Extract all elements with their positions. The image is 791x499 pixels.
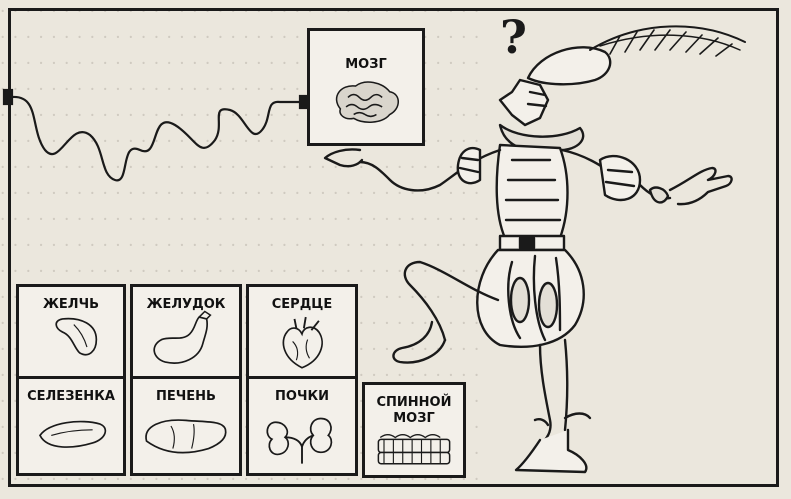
organ-box-heart: СЕРДЦЕ (246, 284, 358, 382)
stomach-icon (153, 310, 212, 364)
organ-label-heart: СЕРДЦЕ (271, 297, 333, 312)
organ-label-bile: ЖЕЛЧЬ (42, 297, 99, 312)
liver-icon (145, 419, 227, 454)
bile-icon (55, 317, 98, 356)
brain-icon (335, 81, 400, 123)
organ-box-bile: ЖЕЛЧЬ (16, 284, 126, 382)
spleen-icon (38, 420, 107, 448)
organ-box-spinal-cord: СПИННОЙ МОЗГ (362, 382, 466, 478)
brain-label: МОЗГ (345, 57, 387, 72)
organ-label-spleen: СЕЛЕЗЕНКА (27, 389, 115, 404)
organ-box-spleen: СЕЛЕЗЕНКА (16, 376, 126, 476)
organ-box-stomach: ЖЕЛУДОК (130, 284, 242, 382)
question-mark: ? (500, 10, 527, 64)
organ-label-spinal-line1: СПИННОЙ (376, 395, 452, 410)
organ-label-spinal-line2: МОЗГ (393, 411, 435, 426)
outer-frame (8, 8, 779, 487)
organ-box-liver: ПЕЧЕНЬ (130, 376, 242, 476)
organ-label-stomach: ЖЕЛУДОК (146, 297, 226, 312)
kidneys-icon (266, 417, 333, 464)
organ-label-kidneys: ПОЧКИ (275, 389, 329, 404)
spinal-cord-icon (377, 434, 451, 465)
heart-icon (282, 316, 323, 369)
organ-box-kidneys: ПОЧКИ (246, 376, 358, 476)
organ-label-liver: ПЕЧЕНЬ (156, 389, 216, 404)
brain-box: МОЗГ (307, 28, 425, 146)
